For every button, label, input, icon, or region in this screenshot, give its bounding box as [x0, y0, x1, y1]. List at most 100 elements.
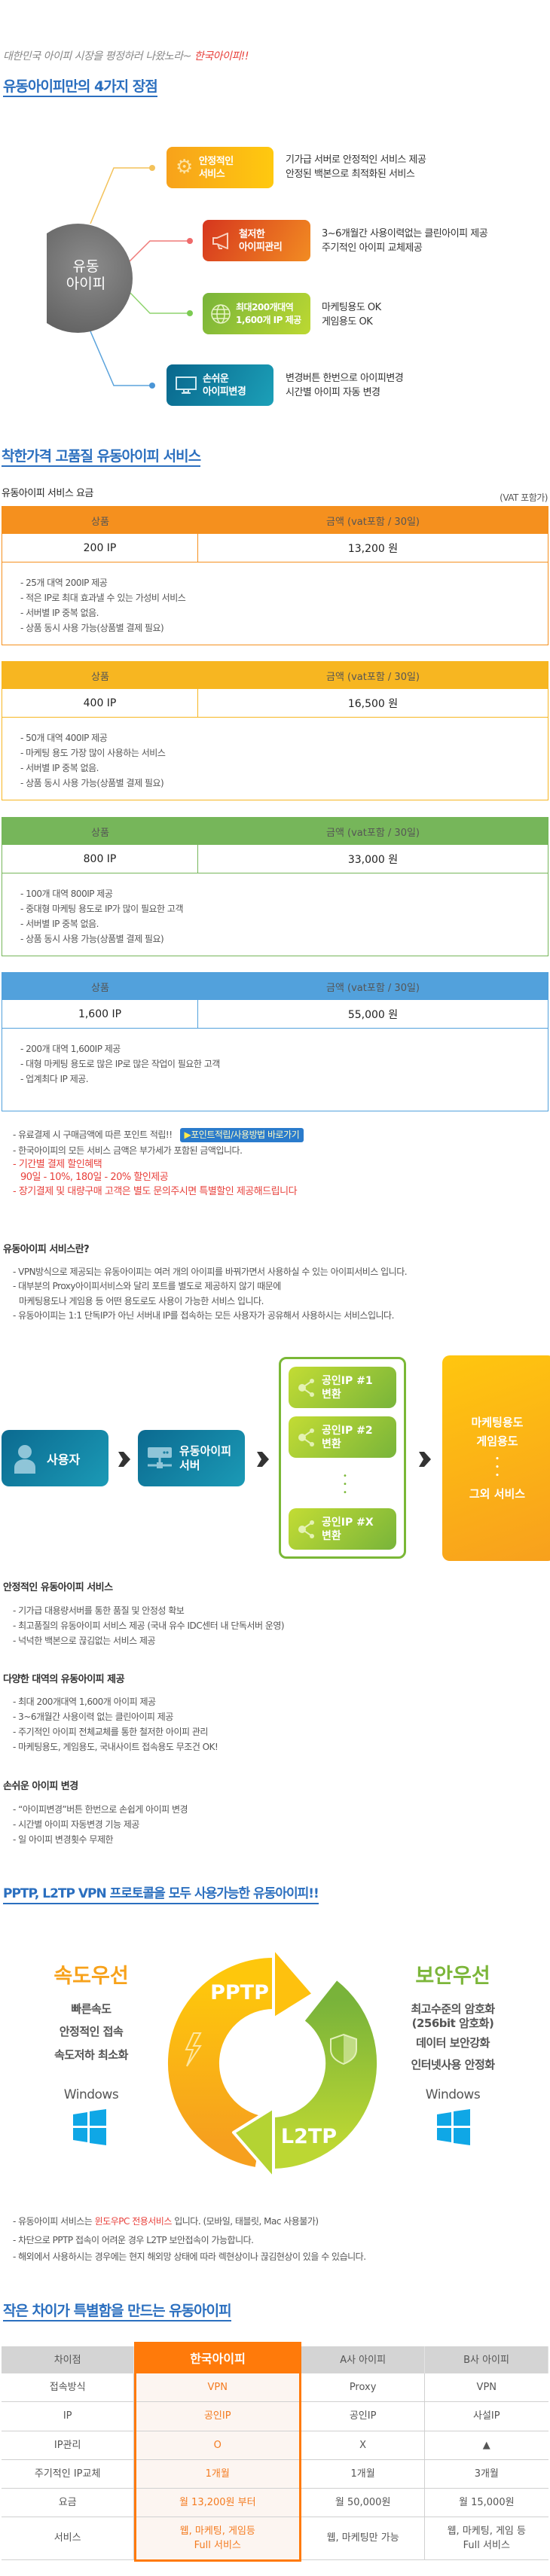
cell-line: 1개월	[205, 2468, 230, 2480]
connector-blue	[90, 331, 152, 386]
speed-priority-title: 속도우선	[53, 1965, 129, 1988]
arrow-right-icon	[419, 1452, 431, 1467]
plan-feature: - 25개 대역 200IP 제공	[20, 578, 108, 588]
cell-line: 접속방식	[49, 2381, 86, 2393]
plan-feature: - 업계최다 IP 제공.	[20, 1074, 89, 1084]
advantage-label: 1,600개 IP 제공	[236, 314, 301, 325]
points-guide-button[interactable]: ▶포인트적립/사용방법 바로가기	[179, 1127, 304, 1142]
security-line: 최고수준의 암호화	[411, 2002, 495, 2016]
vat-included-note: - 한국아이피의 모든 서비스 금액은 부가세가 포함된 금액입니다.	[13, 1145, 243, 1156]
use-cases-box	[442, 1355, 550, 1561]
discount-detail: 90일 - 10%, 180일 - 20% 할인제공	[20, 1172, 169, 1183]
cell-line: Full 서비스	[463, 2539, 510, 2551]
feature-line: - 주기적인 아이피 전체교체를 통한 철저한 아이피 관리	[13, 1727, 208, 1737]
desc-line: 마케팅용도 OK	[322, 302, 381, 313]
user-icon	[14, 1444, 35, 1474]
center-node-label: 유동 아이피	[48, 258, 124, 293]
what-is-heading: 유동아이피 서비스란?	[3, 1244, 90, 1255]
ellipsis-dots: •••	[495, 1456, 500, 1480]
column-price: 금액 (vat포함 / 30일)	[325, 671, 420, 683]
pricing-row: 800 IP 33,000 원	[2, 845, 548, 873]
cell-line: 웹, 마케팅, 게임등	[179, 2525, 255, 2537]
column-price: 금액 (vat포함 / 30일)	[325, 827, 420, 839]
feature-line: - “아이피변경”버튼 한번으로 손쉽게 아이피 변경	[13, 1804, 188, 1815]
feature-line: - 넉넉한 백본으로 끊김없는 서비스 제공	[13, 1636, 156, 1646]
column-product: 상품	[91, 516, 109, 528]
comparison-cell: 공인IP	[301, 2401, 426, 2431]
cell-line: 웹, 마케팅만 가능	[326, 2532, 399, 2544]
cell-line: O	[213, 2439, 222, 2451]
plan-feature: - 100개 대역 800IP 제공	[20, 889, 113, 899]
plan-feature: - 상품 동시 사용 가능(상품별 결제 필요)	[20, 934, 164, 944]
plan-product: 800 IP	[2, 845, 198, 873]
use-case: 마케팅용도	[471, 1416, 524, 1429]
cell-line: IP	[63, 2410, 72, 2422]
feature-heading: 다양한 대역의 유동아이피 제공	[3, 1674, 125, 1685]
ellipsis-dots: •••	[343, 1472, 347, 1497]
plan-feature: - 상품 동시 사용 가능(상품별 결제 필요)	[20, 623, 164, 633]
center-label-line2: 아이피	[66, 276, 106, 292]
cell-line: 월 50,000원	[335, 2496, 391, 2508]
plan-feature: - 마케팅 용도 가장 많이 사용하는 서비스	[20, 748, 166, 758]
plan-product: 200 IP	[2, 534, 198, 562]
arrow-right-icon	[118, 1452, 130, 1467]
connector-orange	[90, 167, 152, 224]
vpn-note-text: 입니다. (모바일, 태블릿, Mac 사용불가)	[171, 2216, 319, 2227]
comparison-row-label: IP관리	[2, 2431, 135, 2460]
speed-line: 빠른속도	[71, 2002, 112, 2016]
plan-product: 1,600 IP	[2, 1000, 198, 1028]
comparison-row-label: 접속방식	[2, 2373, 135, 2402]
cell-line: 월 15,000원	[459, 2496, 515, 2508]
comparison-header-cell: B사 아이피	[424, 2346, 548, 2373]
cell-line: 3개월	[474, 2468, 499, 2480]
bulk-note: - 장기결제 및 대량구매 고객은 별도 문의주시면 특별할인 제공해드립니다	[13, 1186, 298, 1197]
public-ip-label: 공인IP #X	[322, 1516, 374, 1529]
comparison-row-label: 서비스	[2, 2517, 135, 2560]
plan-feature: - 대형 마케팅 용도로 많은 IP로 많은 작업이 필요한 고객	[20, 1059, 220, 1069]
plan-feature: - 상품 동시 사용 가능(상품별 결제 필요)	[20, 778, 164, 788]
monitor-icon	[176, 376, 197, 394]
security-line: (256bit 암호화)	[411, 2017, 494, 2030]
public-ip-group	[279, 1357, 406, 1559]
comparison-cell: 월 15,000원	[424, 2488, 548, 2517]
speed-line: 안정적인 접속	[59, 2025, 124, 2038]
comparison-cell: 공인IP	[133, 2401, 302, 2431]
desc-line: 시간별 아이피 자동 변경	[286, 387, 380, 398]
l2tp-arc	[271, 1980, 377, 2169]
discount-note: - 기간별 결제 할인혜택 90일 - 10%, 180일 - 20% 할인제공	[13, 1158, 169, 1184]
comparison-cell: 1개월	[133, 2459, 302, 2489]
public-ip-label: 공인IP #1	[322, 1374, 373, 1387]
public-ip-label: 변환	[322, 1437, 341, 1450]
flow-server-label: 서버	[179, 1458, 200, 1472]
cell-line: X	[359, 2439, 367, 2451]
desc-line: 변경버튼 한번으로 아이피변경	[286, 373, 404, 384]
arrow-right-icon	[257, 1452, 269, 1467]
connector-dot-red	[187, 238, 193, 244]
cell-line: VPN	[476, 2381, 497, 2393]
plan-feature: - 서버별 IP 중복 없음.	[20, 608, 99, 618]
tagline-highlight: 한국아이피!!	[194, 50, 249, 62]
windows-logo-icon	[437, 2109, 470, 2145]
comparison-header-cell: 차이점	[2, 2346, 135, 2373]
plan-price: 33,000 원	[347, 853, 399, 866]
comparison-row-label: IP	[2, 2401, 135, 2431]
points-note-text: - 유료결제 시 구매금액에 따른 포인트 적립!!	[13, 1129, 173, 1140]
flow-user-label: 사용자	[47, 1452, 81, 1467]
cell-line: ▲	[482, 2439, 490, 2451]
feature-list: - 최대 200개대역 1,600개 아이피 제공 - 3~6개월간 사용이력 …	[13, 1694, 218, 1754]
l2tp-arrowhead	[232, 2106, 275, 2180]
advantage-label: 손쉬운	[203, 373, 229, 385]
vpn-cycle-graphic	[168, 1946, 377, 2180]
plan-features: - 50개 대역 400IP 제공- 마케팅 용도 가장 많이 사용하는 서비스…	[2, 718, 548, 800]
security-priority-title: 보안우선	[415, 1965, 490, 1988]
flow-user: 사용자	[2, 1430, 108, 1486]
what-is-line: - 대부분의 Proxy아이피서비스와 달리 포트를 별도로 제공하지 않기 때…	[13, 1281, 281, 1292]
feature-list: - 기가급 대용량서버를 통한 품질 및 안정성 확보 - 최고품질의 유동아이…	[13, 1603, 285, 1648]
